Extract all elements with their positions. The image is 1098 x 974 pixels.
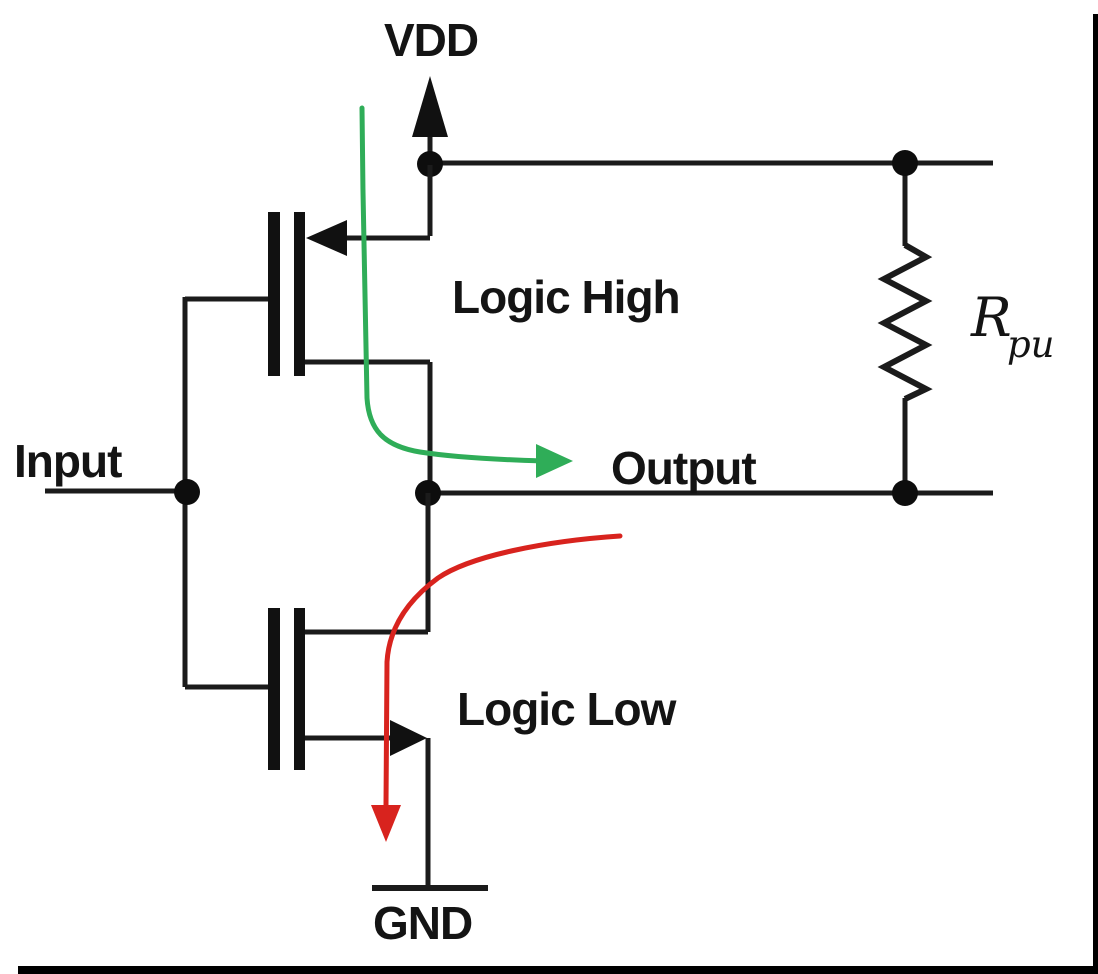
vdd-junction-dot	[417, 151, 443, 177]
logic-high-current-path	[359, 105, 545, 464]
figure-border-right	[1093, 14, 1098, 974]
vdd-arrowhead	[412, 76, 448, 137]
pmos-source-arrow-icon	[306, 220, 347, 256]
logic-low-current-arrow	[371, 533, 623, 842]
resistor-top-junction-dot	[892, 150, 918, 176]
logic-low-current-path	[383, 533, 623, 808]
nmos-source-arrow-icon	[390, 720, 427, 756]
resistor-bottom-junction-dot	[892, 480, 918, 506]
output-label: Output	[611, 442, 756, 494]
nmos-channel-bar	[294, 608, 305, 770]
logic-high-current-arrowhead	[536, 444, 573, 478]
rpu-label-subscript: pu	[1007, 323, 1055, 366]
resistor-zigzag	[877, 242, 933, 402]
input-junction-dot	[174, 479, 200, 505]
input-label: Input	[14, 435, 122, 487]
nmos-gate-bar	[268, 608, 280, 770]
nmos-transistor	[185, 493, 431, 887]
vdd-label: VDD	[384, 14, 478, 66]
figure-border-bottom	[18, 966, 1098, 974]
pmos-gate-bar	[268, 212, 280, 376]
logic-low-current-arrowhead	[371, 805, 401, 842]
logic-high-current-arrow	[359, 105, 573, 478]
rpu-label-base: R	[970, 286, 1012, 349]
logic-high-label: Logic High	[452, 271, 680, 323]
gnd-label: GND	[373, 897, 472, 949]
pmos-channel-bar	[294, 212, 305, 376]
logic-low-label: Logic Low	[457, 683, 677, 735]
pullup-resistor	[877, 150, 933, 506]
